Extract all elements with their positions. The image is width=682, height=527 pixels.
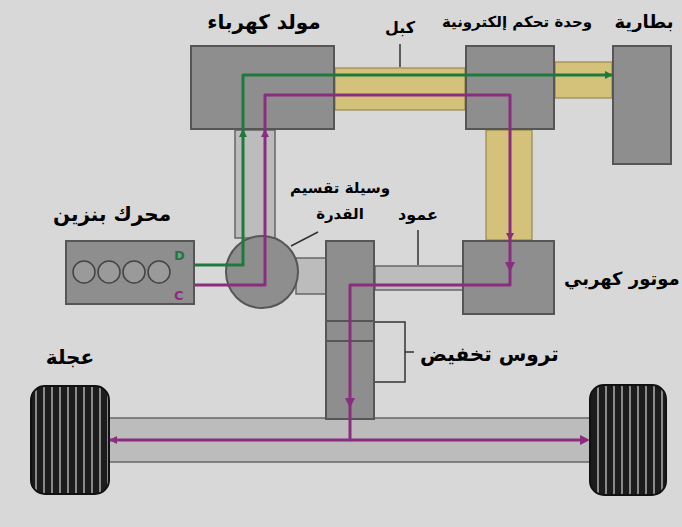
power-flow-connector <box>335 74 465 77</box>
leader-line <box>291 232 318 246</box>
power-flow-connector <box>195 284 227 287</box>
node-label: بطارية <box>614 11 673 33</box>
circle-shape <box>226 236 298 308</box>
node-label: وحدة تحكم إلكترونية <box>442 13 592 31</box>
cylinder-symbol <box>123 261 145 283</box>
cylinder-symbol <box>98 261 120 283</box>
generator-box: مولد كهرباء <box>190 45 335 130</box>
leader-line <box>417 230 419 265</box>
power-flow-connector <box>375 284 462 287</box>
cable-band <box>335 68 465 110</box>
power-flow-connector <box>110 420 350 440</box>
power-flow-connector <box>264 130 267 235</box>
circle-outline <box>225 235 299 309</box>
power-flow-connector <box>335 94 465 97</box>
node-label: عجلة <box>46 345 94 369</box>
wheel: عجلة <box>30 385 110 495</box>
arrowhead <box>345 398 355 408</box>
node-label: محرك بنزين <box>53 202 171 226</box>
arrowhead <box>580 435 590 445</box>
wheel-tire <box>590 385 666 495</box>
bracket <box>375 322 414 382</box>
wheel-tire <box>31 386 109 494</box>
shaft <box>375 266 463 290</box>
shaft <box>296 258 326 294</box>
node-label: وسيلة تقسيم القدرة <box>285 176 395 227</box>
inner-path <box>225 75 590 445</box>
part-label: عمود <box>398 205 438 224</box>
cylinder-symbol <box>73 261 95 283</box>
power-split-circle: وسيلة تقسيم القدرة <box>225 235 299 309</box>
node-label: تروس تخفيض <box>420 342 559 366</box>
arrowhead <box>505 262 515 272</box>
power-flow-connector <box>555 74 612 77</box>
leader-line <box>399 44 401 67</box>
wheel-outline <box>30 385 110 495</box>
power-flow-connector <box>242 130 245 240</box>
part-label: كبل <box>385 18 415 37</box>
shaft <box>235 130 275 238</box>
node-label: مولد كهرباء <box>207 10 320 34</box>
battery-box: بطارية <box>612 45 672 165</box>
cable-band <box>486 130 532 240</box>
power-flow-connector <box>195 264 226 267</box>
power-flow-connector <box>509 130 512 240</box>
power-path-purple <box>227 95 586 440</box>
cable-band <box>555 62 612 98</box>
node-label: موتور كهربي <box>564 268 680 290</box>
power-path-green <box>225 75 555 265</box>
part-label: C <box>174 288 184 304</box>
cylinder-symbol <box>148 261 170 283</box>
part-label: D <box>174 248 185 264</box>
